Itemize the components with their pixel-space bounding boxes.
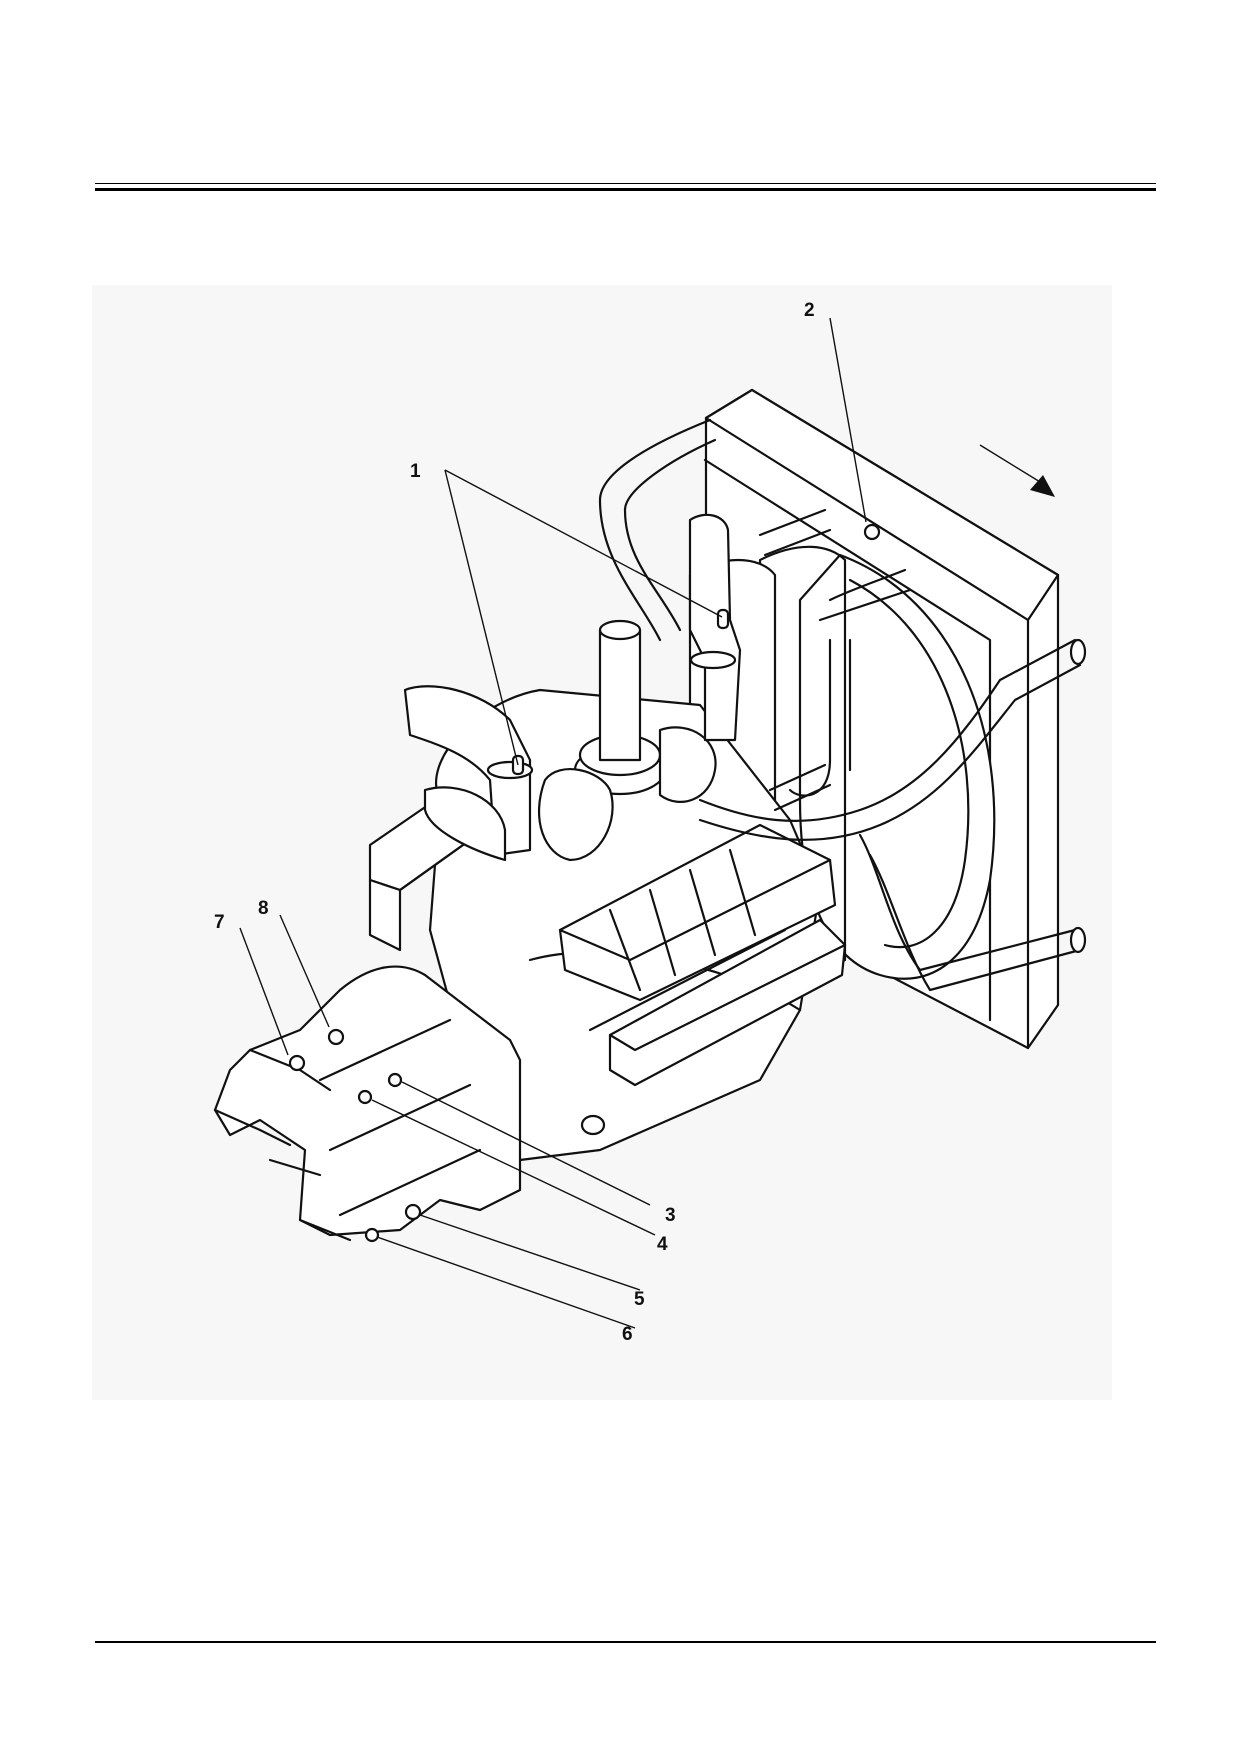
intake-assembly [537,619,717,862]
callout-5: 5 [634,1289,645,1310]
fittings [288,523,881,1243]
left-elbow-pipe [403,685,534,862]
callout-8: 8 [258,898,269,919]
coolant-hoses [598,418,1087,992]
leader-lines [239,317,867,1329]
callout-3: 3 [665,1205,676,1226]
callout-4: 4 [657,1234,668,1255]
right-hose-pipe [688,513,742,742]
callout-6: 6 [622,1324,633,1345]
header-rule-thin [95,183,1156,184]
header-rule-thick [95,188,1156,191]
callout-1: 1 [410,461,421,482]
callout-2: 2 [804,300,815,321]
valve-cover [558,823,847,1087]
flow-arrow [979,444,1055,497]
footer-rule [95,1641,1156,1643]
callout-7: 7 [214,912,225,933]
